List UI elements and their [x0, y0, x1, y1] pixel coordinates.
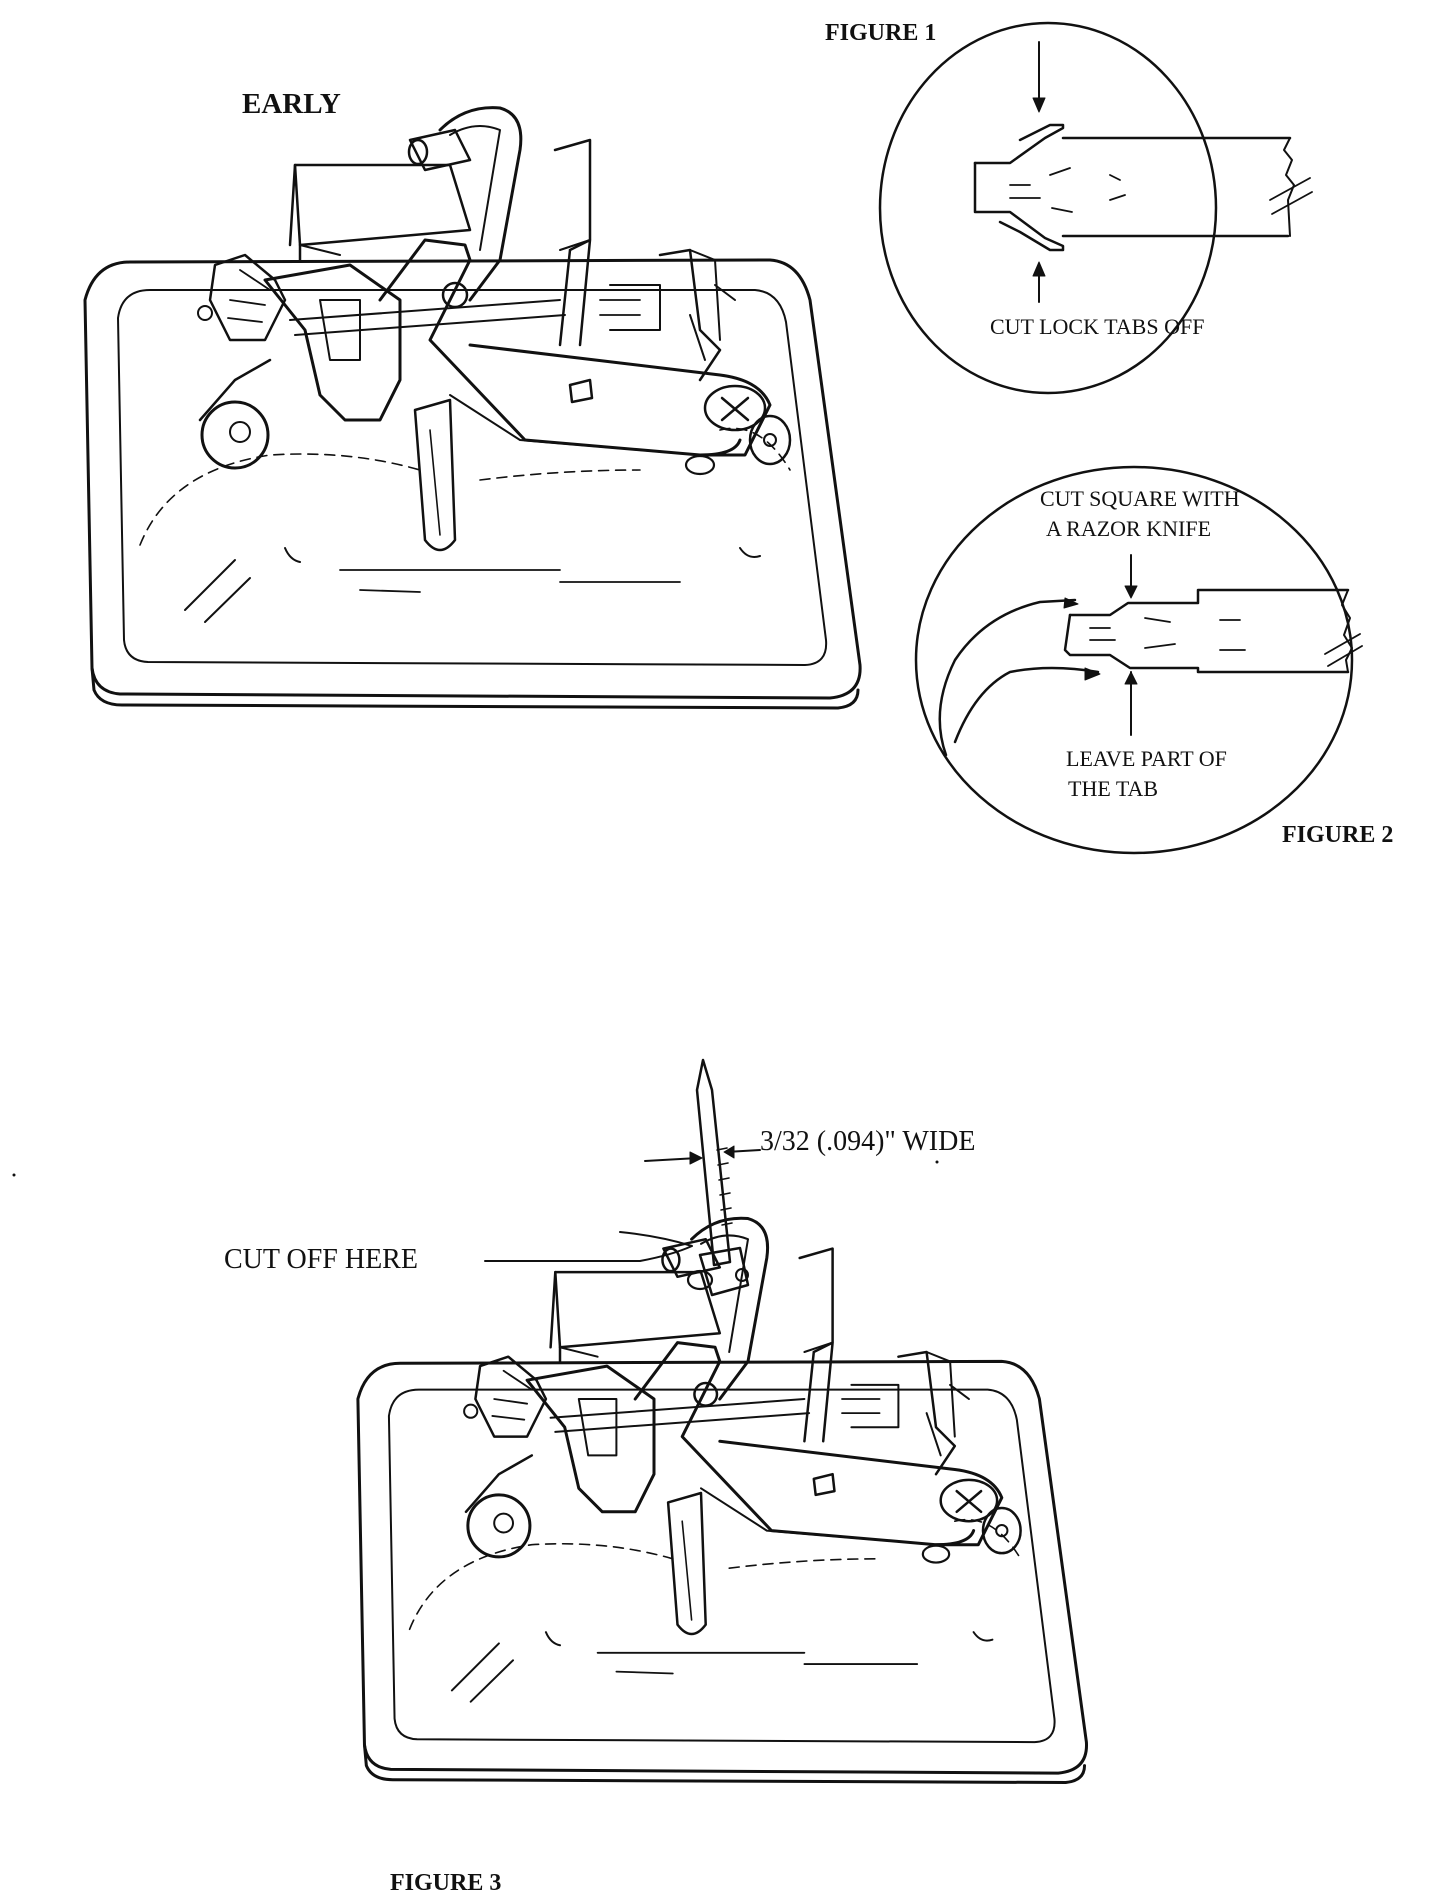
figure1-label: FIGURE 1 [825, 20, 937, 46]
width-note-label: 3/32 (.094)" WIDE [760, 1126, 976, 1157]
figure1-detail [880, 23, 1312, 393]
early-label: EARLY [242, 88, 341, 120]
cut-square-label-line1: CUT SQUARE WITH [1040, 486, 1240, 511]
cut-lock-tabs-label: CUT LOCK TABS OFF [990, 314, 1205, 339]
figure3-handle-drawing [356, 1060, 1088, 1784]
cut-off-here-label: CUT OFF HERE [224, 1244, 418, 1275]
leave-part-label-line2: THE TAB [1068, 776, 1159, 801]
cut-square-label-line2: A RAZOR KNIFE [1046, 516, 1212, 541]
figure2-detail [916, 467, 1362, 853]
figure2-label: FIGURE 2 [1282, 822, 1394, 848]
early-handle-drawing [83, 106, 862, 710]
leave-part-label-line1: LEAVE PART OF [1066, 746, 1227, 771]
figure3-label: FIGURE 3 [390, 1870, 502, 1896]
